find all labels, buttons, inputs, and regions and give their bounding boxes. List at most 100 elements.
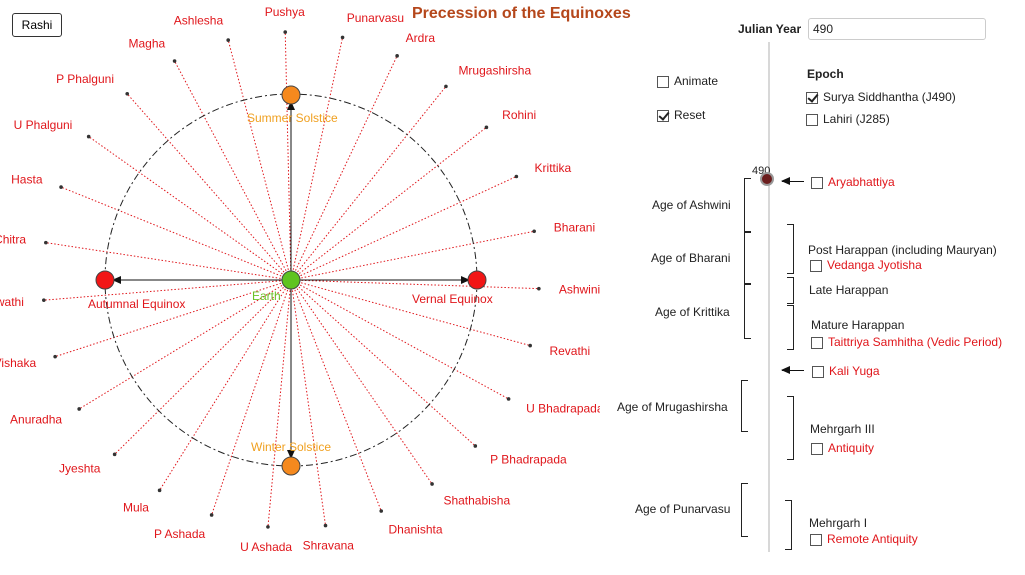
julian-year-input[interactable] xyxy=(808,18,986,40)
nakshatra-star xyxy=(59,185,63,189)
text-aryabhattiya[interactable]: Aryabhattiya xyxy=(811,175,895,189)
nakshatra-ray xyxy=(284,32,292,281)
nakshatra-star xyxy=(112,452,117,457)
brace-mehrgarh1 xyxy=(785,500,792,550)
aryabhattiya-checkbox[interactable] xyxy=(811,176,823,189)
nakshatra-star xyxy=(473,444,478,448)
brace-mature-harappan xyxy=(787,305,794,350)
nakshatra-label: Swathi xyxy=(0,295,24,309)
nakshatra-star xyxy=(484,125,489,130)
kali-yuga-checkbox[interactable] xyxy=(812,365,824,378)
nakshatra-label: Chitra xyxy=(0,233,26,247)
earth-point[interactable] xyxy=(281,270,301,290)
nakshatra-label: Krittika xyxy=(535,161,572,175)
age-mrugashirsha: Age of Mrugashirsha xyxy=(617,400,728,414)
nakshatra-ray xyxy=(211,279,292,516)
brace-late-harappan xyxy=(787,277,794,304)
vernal-equinox-point[interactable] xyxy=(467,270,487,290)
nakshatra-star xyxy=(77,407,81,411)
nakshatra-star xyxy=(226,38,231,42)
timeline-track[interactable] xyxy=(768,42,770,552)
animate-option[interactable]: Animate xyxy=(657,74,718,88)
summer-solstice-label: Summer Solstice xyxy=(247,111,338,125)
text-antiquity[interactable]: Antiquity xyxy=(811,441,874,455)
nakshatra-star xyxy=(506,397,511,401)
nakshatra-star xyxy=(514,174,519,179)
nakshatra-ray xyxy=(114,279,292,455)
nakshatra-label: Vishaka xyxy=(0,356,36,370)
autumnal-equinox-label: Autumnal Equinox xyxy=(88,297,185,311)
nakshatra-ray xyxy=(88,136,292,281)
kali-yuga-arrow xyxy=(781,366,804,374)
nakshatra-star xyxy=(86,134,91,139)
taittiriya-checkbox[interactable] xyxy=(811,336,823,349)
epoch-option-lahiri[interactable]: Lahiri (J285) xyxy=(806,112,890,126)
antiquity-checkbox[interactable] xyxy=(811,442,823,455)
brace-mehrgarh3 xyxy=(787,396,794,460)
brace-post-harappan xyxy=(787,224,794,274)
nakshatra-ray xyxy=(290,279,382,512)
winter-solstice-point[interactable] xyxy=(281,456,301,476)
nakshatra-label: Shravana xyxy=(303,538,355,552)
nakshatra-label: Ashwini xyxy=(559,282,600,296)
rashi-button[interactable]: Rashi xyxy=(12,13,62,37)
age-bharani: Age of Bharani xyxy=(651,251,731,265)
brace-krittika xyxy=(744,283,751,339)
nakshatra-ray xyxy=(43,279,292,301)
animate-checkbox[interactable] xyxy=(657,75,669,88)
autumnal-equinox-point[interactable] xyxy=(95,270,115,290)
reset-option[interactable]: Reset xyxy=(657,108,705,122)
nakshatra-ray xyxy=(45,242,292,281)
era-late-harappan: Late Harappan xyxy=(809,283,889,297)
summer-solstice-point[interactable] xyxy=(281,85,301,105)
nakshatra-ray xyxy=(54,279,292,358)
brace-mrugashirsha xyxy=(741,380,748,432)
brace-bharani xyxy=(744,231,751,285)
nakshatra-ray xyxy=(60,186,292,281)
era-mehrgarh3: Mehrgarh III xyxy=(810,422,875,436)
era-post-harappan: Post Harappan (including Mauryan) xyxy=(808,243,997,257)
nakshatra-star xyxy=(53,354,57,359)
julian-year-label: Julian Year xyxy=(738,22,802,36)
brace-punarvasu xyxy=(741,483,748,537)
text-vedanga[interactable]: Vedanga Jyotisha xyxy=(810,258,922,272)
aryabhattiya-arrow xyxy=(781,177,804,185)
nakshatra-label: Jyeshta xyxy=(59,461,101,475)
nakshatra-ray xyxy=(290,279,531,347)
surya-checkbox[interactable] xyxy=(806,91,818,104)
nakshatra-label: Pushya xyxy=(265,5,305,19)
text-kali-yuga[interactable]: Kali Yuga xyxy=(812,364,880,378)
nakshatra-star xyxy=(444,84,448,89)
nakshatra-star xyxy=(528,343,532,348)
vedanga-checkbox[interactable] xyxy=(810,259,822,272)
nakshatra-label: Mula xyxy=(123,500,149,514)
vernal-equinox-label: Vernal Equinox xyxy=(412,292,493,306)
timeline-slider-knob[interactable] xyxy=(760,172,774,186)
nakshatra-star xyxy=(537,286,541,291)
reset-checkbox[interactable] xyxy=(657,109,669,122)
nakshatra-label: Ardra xyxy=(406,31,436,45)
epoch-option-surya[interactable]: Surya Siddhantha (J490) xyxy=(806,90,956,104)
text-remote-antiquity[interactable]: Remote Antiquity xyxy=(810,532,918,546)
nakshatra-ray xyxy=(290,176,517,281)
nakshatra-label: Shathabisha xyxy=(443,493,510,507)
text-taittiriya[interactable]: Taittriya Samhitha (Vedic Period) xyxy=(811,335,1002,349)
nakshatra-ray xyxy=(290,279,433,485)
nakshatra-ray xyxy=(290,279,476,447)
remote-antiquity-checkbox[interactable] xyxy=(810,533,822,546)
age-ashwini: Age of Ashwini xyxy=(652,198,731,212)
nakshatra-ray xyxy=(290,37,344,281)
earth-label: Earth xyxy=(252,289,281,303)
nakshatra-star xyxy=(395,54,399,58)
age-punarvasu: Age of Punarvasu xyxy=(635,502,731,516)
nakshatra-star xyxy=(532,229,536,234)
nakshatra-ray xyxy=(126,93,292,281)
nakshatra-star xyxy=(125,91,130,96)
nakshatra-ray xyxy=(290,279,509,400)
nakshatra-ray xyxy=(290,86,447,281)
nakshatra-label: Rohini xyxy=(502,108,536,122)
nakshatra-star xyxy=(157,488,162,493)
lahiri-checkbox[interactable] xyxy=(806,113,818,126)
nakshatra-label: P Phalguni xyxy=(56,72,114,86)
age-krittika: Age of Krittika xyxy=(655,305,730,319)
